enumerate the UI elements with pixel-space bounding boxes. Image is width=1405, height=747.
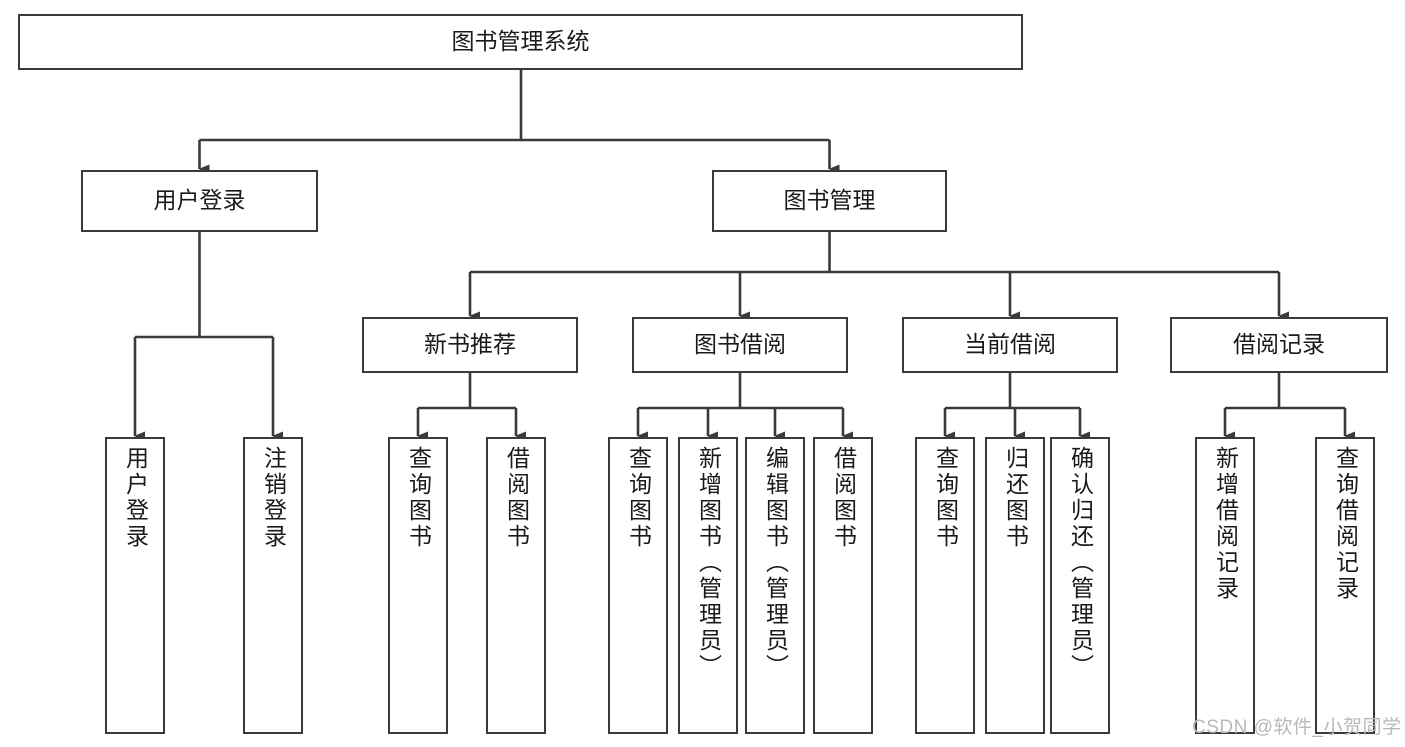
node-leaf-edit-book-admin[interactable]: 编辑图书（管理员） [745,437,805,734]
node-label: 查询图书 [405,446,432,550]
node-label: 注销登录 [260,446,287,550]
node-new-book-recommend[interactable]: 新书推荐 [362,317,578,373]
node-label: 新增图书（管理员） [695,446,722,680]
node-leaf-confirm-return-admin[interactable]: 确认归还（管理员） [1050,437,1110,734]
node-leaf-query-book-current[interactable]: 查询图书 [915,437,975,734]
node-leaf-query-book-borrow[interactable]: 查询图书 [608,437,668,734]
node-user-login[interactable]: 用户登录 [81,170,318,232]
node-label: 查询图书 [932,446,959,550]
node-label: 图书管理 [783,187,876,214]
node-leaf-logout-login[interactable]: 注销登录 [243,437,303,734]
node-leaf-return-book[interactable]: 归还图书 [985,437,1045,734]
node-label: 编辑图书（管理员） [762,446,789,680]
node-leaf-user-login[interactable]: 用户登录 [105,437,165,734]
node-book-manage[interactable]: 图书管理 [712,170,947,232]
node-leaf-query-borrow-record[interactable]: 查询借阅记录 [1315,437,1375,734]
node-label: 查询图书 [625,446,652,550]
node-leaf-query-book-rec[interactable]: 查询图书 [388,437,448,734]
node-label: 当前借阅 [964,331,1056,358]
node-book-borrow[interactable]: 图书借阅 [632,317,848,373]
node-label: 借阅图书 [503,446,530,550]
node-root[interactable]: 图书管理系统 [18,14,1023,70]
node-label: 借阅记录 [1233,331,1325,358]
node-label: 用户登录 [122,446,149,550]
node-label: 查询借阅记录 [1332,446,1359,602]
node-leaf-borrow-book-rec[interactable]: 借阅图书 [486,437,546,734]
node-label: 图书管理系统 [451,28,590,55]
node-leaf-borrow-book[interactable]: 借阅图书 [813,437,873,734]
node-label: 新增借阅记录 [1212,446,1239,602]
node-label: 借阅图书 [830,446,857,550]
node-label: 新书推荐 [424,331,516,358]
node-leaf-add-borrow-record[interactable]: 新增借阅记录 [1195,437,1255,734]
csdn-watermark: CSDN @软件_小贺同学 [1192,717,1402,738]
node-label: 用户登录 [153,187,246,214]
node-leaf-add-book-admin[interactable]: 新增图书（管理员） [678,437,738,734]
node-label: 归还图书 [1002,446,1029,550]
node-borrow-record[interactable]: 借阅记录 [1170,317,1388,373]
node-current-borrow[interactable]: 当前借阅 [902,317,1118,373]
node-label: 确认归还（管理员） [1067,446,1094,680]
node-label: 图书借阅 [694,331,786,358]
